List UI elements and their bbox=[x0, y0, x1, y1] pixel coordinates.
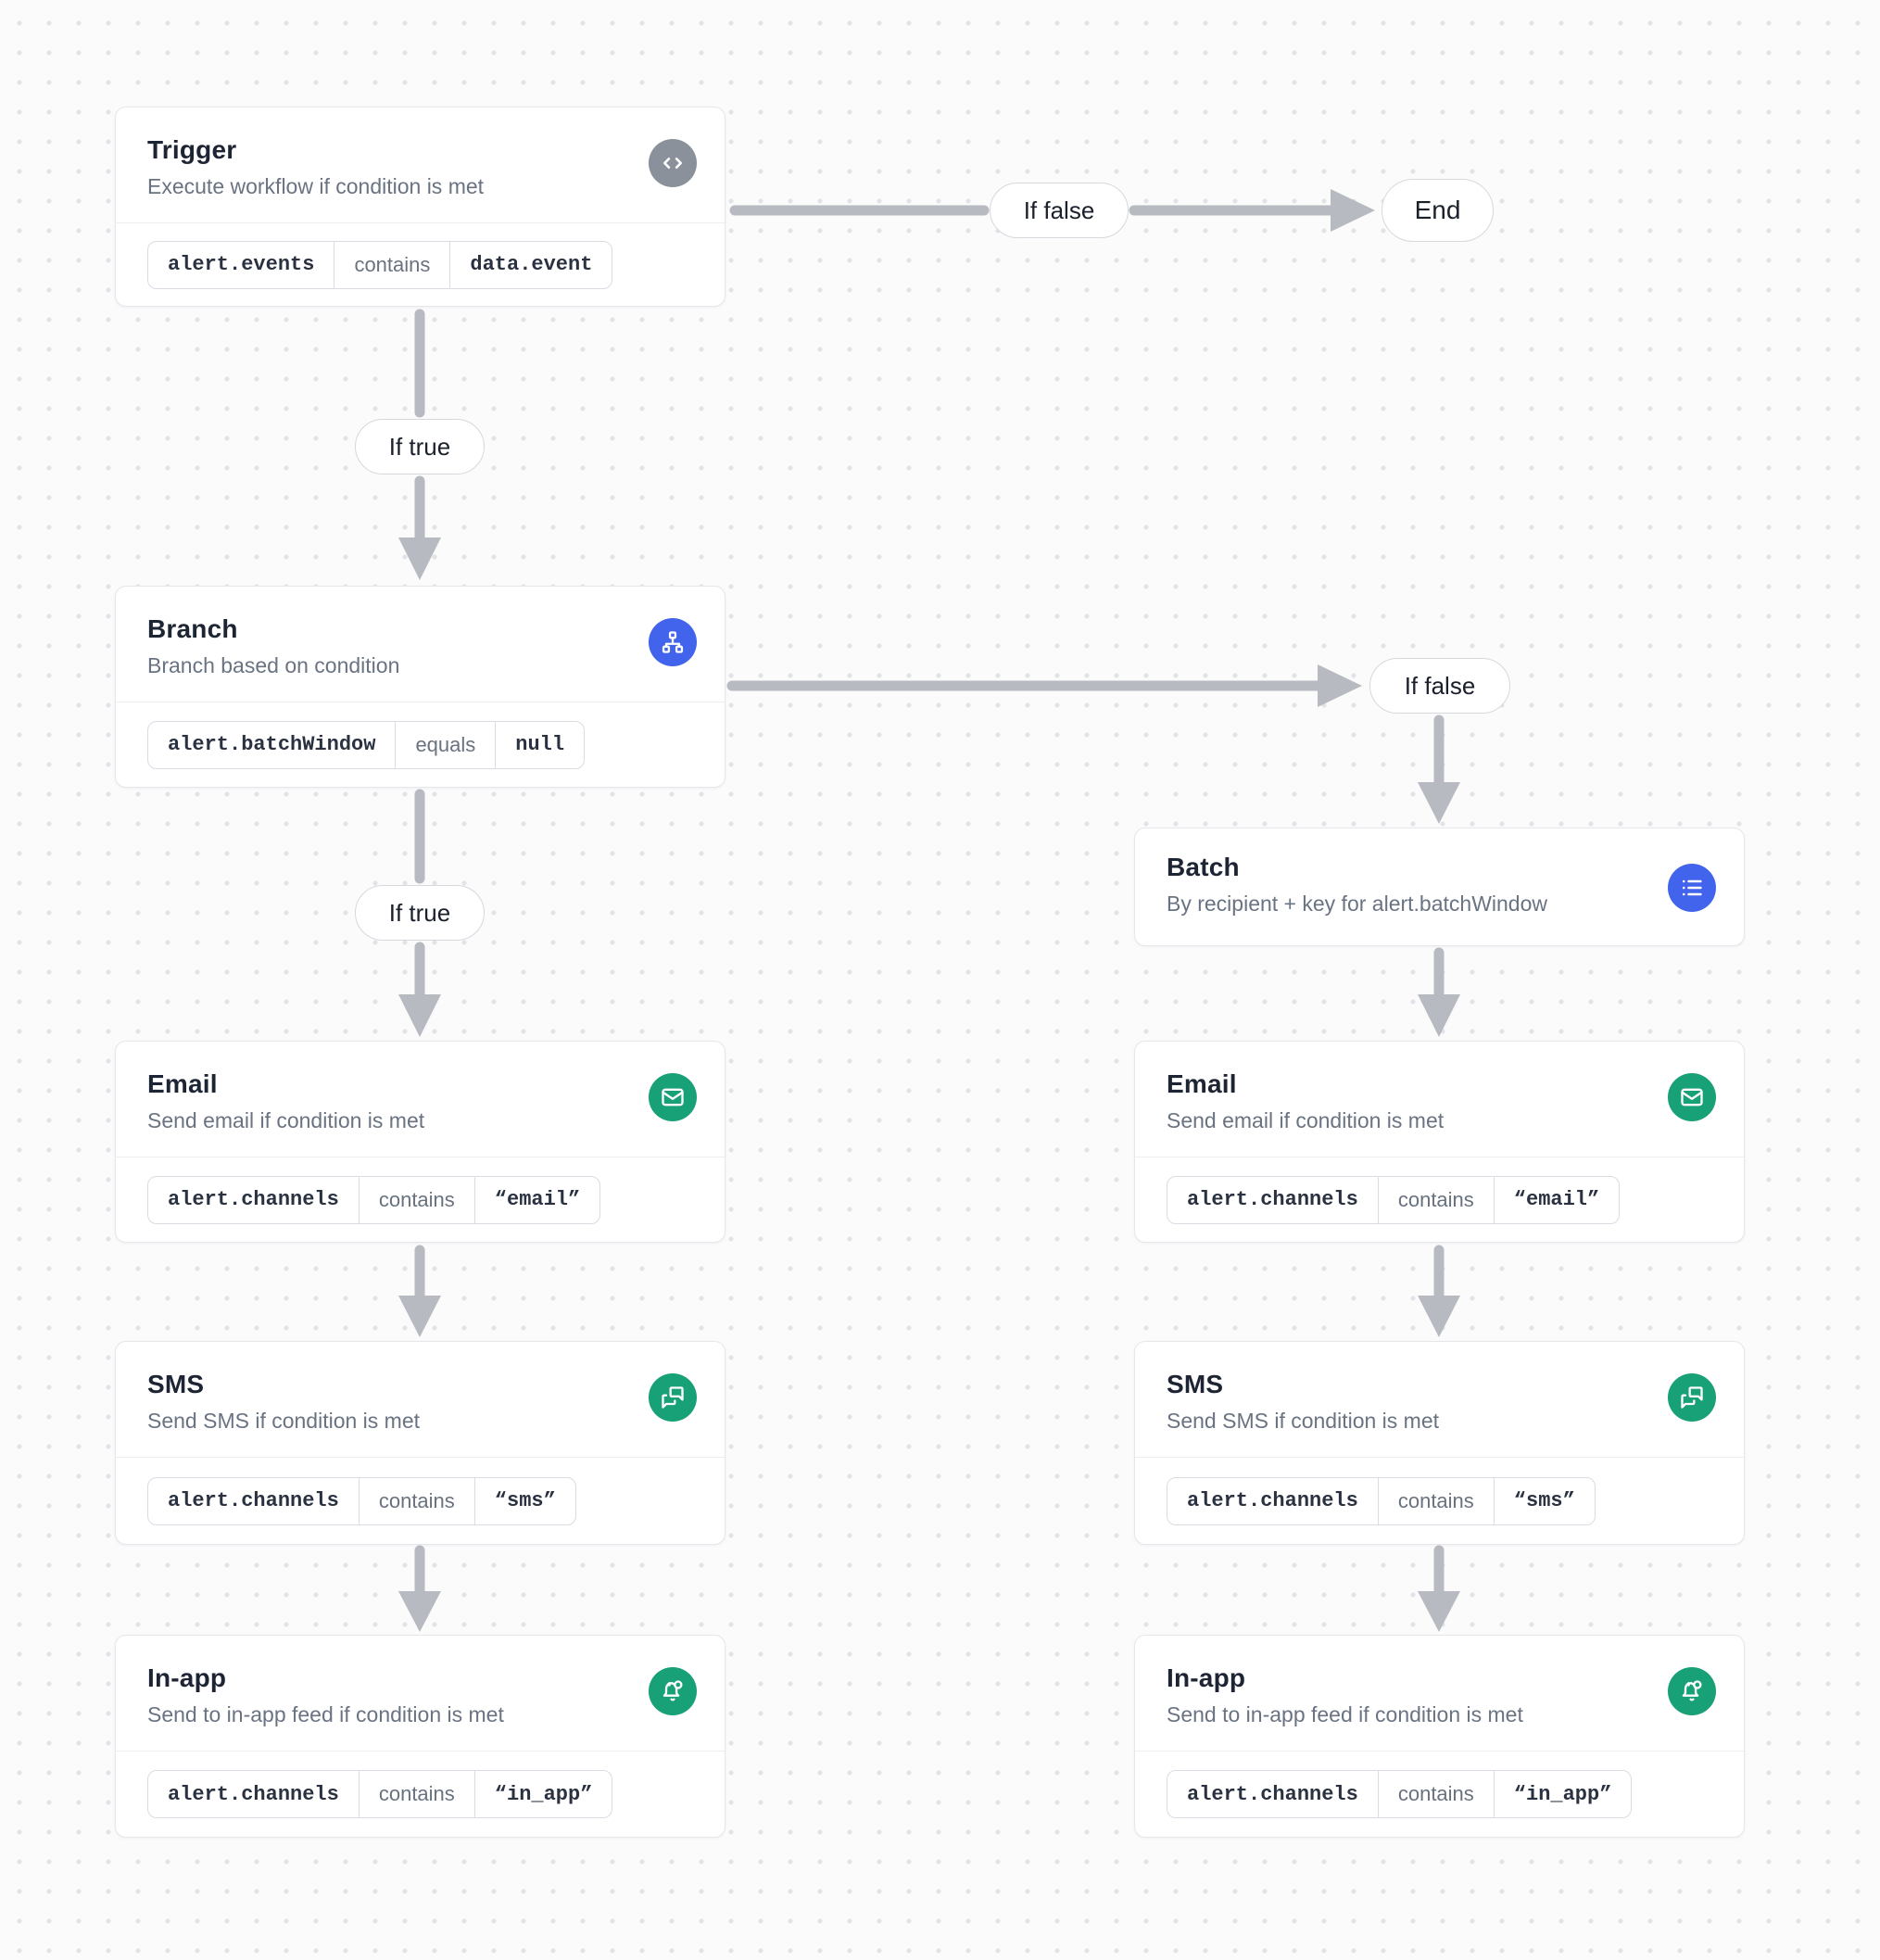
condition-value: “email” bbox=[494, 1188, 581, 1211]
node-subtitle: Send email if condition is met bbox=[1167, 1108, 1445, 1132]
node-subtitle: Branch based on condition bbox=[147, 653, 400, 677]
node-sms-header: SMS Send SMS if condition is met bbox=[1135, 1342, 1744, 1457]
edge-label-text: If false bbox=[1023, 196, 1095, 224]
messages-icon bbox=[649, 1373, 697, 1422]
edge-label-text: If true bbox=[388, 898, 451, 927]
node-title: Batch bbox=[1167, 853, 1240, 881]
condition-value: “sms” bbox=[494, 1489, 556, 1512]
condition-chip-group[interactable]: alert.channels contains “in_app” bbox=[147, 1770, 613, 1818]
node-subtitle: Send to in-app feed if condition is met bbox=[147, 1702, 504, 1726]
node-condition-row: alert.channels contains “email” bbox=[1135, 1157, 1744, 1242]
edge-label-text: If false bbox=[1404, 671, 1476, 700]
condition-field: alert.channels bbox=[168, 1188, 339, 1211]
condition-field: alert.channels bbox=[1187, 1188, 1358, 1211]
condition-chip-group[interactable]: alert.channels contains “sms” bbox=[147, 1476, 576, 1525]
code-icon bbox=[649, 139, 697, 187]
node-title: SMS bbox=[1167, 1370, 1224, 1398]
node-inapp-false[interactable]: In-app Send to in-app feed if condition … bbox=[1134, 1635, 1745, 1838]
condition-field: alert.channels bbox=[168, 1782, 339, 1806]
edge-label-if-false-top: If false bbox=[990, 183, 1129, 238]
envelope-icon bbox=[1668, 1073, 1716, 1121]
node-title: Trigger bbox=[147, 135, 237, 164]
node-batch-header: Batch By recipient + key for alert.batch… bbox=[1135, 828, 1744, 945]
node-trigger-header: Trigger Execute workflow if condition is… bbox=[116, 107, 725, 222]
list-icon bbox=[1668, 864, 1716, 912]
node-subtitle: Send to in-app feed if condition is met bbox=[1167, 1702, 1523, 1726]
condition-operator: contains bbox=[334, 241, 451, 288]
node-condition-row: alert.channels contains “in_app” bbox=[1135, 1751, 1744, 1837]
condition-operator: contains bbox=[358, 1477, 475, 1524]
end-node: End bbox=[1382, 179, 1494, 242]
node-email-header: Email Send email if condition is met bbox=[116, 1042, 725, 1157]
hierarchy-icon bbox=[649, 618, 697, 666]
condition-operator: contains bbox=[358, 1176, 475, 1223]
condition-value: null bbox=[515, 733, 565, 756]
condition-chip-group[interactable]: alert.channels contains “in_app” bbox=[1167, 1770, 1633, 1818]
node-inapp-header: In-app Send to in-app feed if condition … bbox=[1135, 1636, 1744, 1751]
node-subtitle: By recipient + key for alert.batchWindow bbox=[1167, 891, 1547, 916]
condition-value: “email” bbox=[1513, 1188, 1600, 1211]
node-branch[interactable]: Branch Branch based on condition alert.b… bbox=[115, 586, 726, 788]
node-branch-header: Branch Branch based on condition bbox=[116, 587, 725, 702]
node-condition-row: alert.channels contains “sms” bbox=[116, 1457, 725, 1544]
node-title: In-app bbox=[1167, 1663, 1246, 1692]
node-title: Email bbox=[147, 1069, 218, 1098]
node-sms-header: SMS Send SMS if condition is met bbox=[116, 1342, 725, 1457]
node-condition-row: alert.channels contains “email” bbox=[116, 1157, 725, 1242]
node-subtitle: Send SMS if condition is met bbox=[147, 1409, 421, 1433]
edge-label-if-false-branch: If false bbox=[1369, 658, 1510, 714]
condition-field: alert.channels bbox=[1187, 1489, 1358, 1512]
node-sms-false[interactable]: SMS Send SMS if condition is met alert.c… bbox=[1134, 1341, 1745, 1545]
node-subtitle: Send email if condition is met bbox=[147, 1108, 425, 1132]
edge-label-if-true-1: If true bbox=[355, 419, 485, 474]
condition-chip-group[interactable]: alert.channels contains “email” bbox=[147, 1175, 601, 1224]
node-batch[interactable]: Batch By recipient + key for alert.batch… bbox=[1134, 828, 1745, 946]
condition-operator: contains bbox=[1377, 1176, 1495, 1223]
condition-operator: contains bbox=[1377, 1477, 1495, 1524]
condition-chip-group[interactable]: alert.channels contains “sms” bbox=[1167, 1476, 1596, 1525]
node-trigger[interactable]: Trigger Execute workflow if condition is… bbox=[115, 107, 726, 307]
condition-operator: contains bbox=[358, 1771, 475, 1817]
node-title: SMS bbox=[147, 1370, 205, 1398]
condition-operator: equals bbox=[395, 721, 497, 768]
condition-field: alert.channels bbox=[168, 1489, 339, 1512]
node-subtitle: Send SMS if condition is met bbox=[1167, 1409, 1440, 1433]
edge-label-text: If true bbox=[388, 432, 451, 461]
condition-field: alert.batchWindow bbox=[168, 733, 376, 756]
node-condition-row: alert.events contains data.event bbox=[116, 222, 725, 306]
node-title: In-app bbox=[147, 1663, 227, 1692]
condition-chip-group[interactable]: alert.batchWindow equals null bbox=[147, 720, 586, 769]
node-inapp-header: In-app Send to in-app feed if condition … bbox=[116, 1636, 725, 1751]
condition-field: alert.channels bbox=[1187, 1782, 1358, 1806]
node-condition-row: alert.batchWindow equals null bbox=[116, 702, 725, 787]
condition-value: “in_app” bbox=[1513, 1782, 1612, 1806]
node-inapp-true[interactable]: In-app Send to in-app feed if condition … bbox=[115, 1635, 726, 1838]
condition-value: data.event bbox=[470, 253, 593, 276]
node-email-true[interactable]: Email Send email if condition is met ale… bbox=[115, 1041, 726, 1243]
bell-icon bbox=[649, 1667, 697, 1715]
node-condition-row: alert.channels contains “in_app” bbox=[116, 1751, 725, 1837]
condition-value: “in_app” bbox=[494, 1782, 593, 1806]
node-title: Branch bbox=[147, 614, 238, 643]
node-subtitle: Execute workflow if condition is met bbox=[147, 174, 485, 198]
node-email-false[interactable]: Email Send email if condition is met ale… bbox=[1134, 1041, 1745, 1243]
node-email-header: Email Send email if condition is met bbox=[1135, 1042, 1744, 1157]
bell-icon bbox=[1668, 1667, 1716, 1715]
condition-operator: contains bbox=[1377, 1771, 1495, 1817]
condition-chip-group[interactable]: alert.channels contains “email” bbox=[1167, 1175, 1621, 1224]
condition-value: “sms” bbox=[1513, 1489, 1575, 1512]
messages-icon bbox=[1668, 1373, 1716, 1422]
node-condition-row: alert.channels contains “sms” bbox=[1135, 1457, 1744, 1544]
envelope-icon bbox=[649, 1073, 697, 1121]
condition-chip-group[interactable]: alert.events contains data.event bbox=[147, 240, 613, 289]
node-sms-true[interactable]: SMS Send SMS if condition is met alert.c… bbox=[115, 1341, 726, 1545]
condition-field: alert.events bbox=[168, 253, 315, 276]
edge-label-if-true-2: If true bbox=[355, 885, 485, 941]
node-title: Email bbox=[1167, 1069, 1237, 1098]
end-label-text: End bbox=[1414, 196, 1461, 224]
